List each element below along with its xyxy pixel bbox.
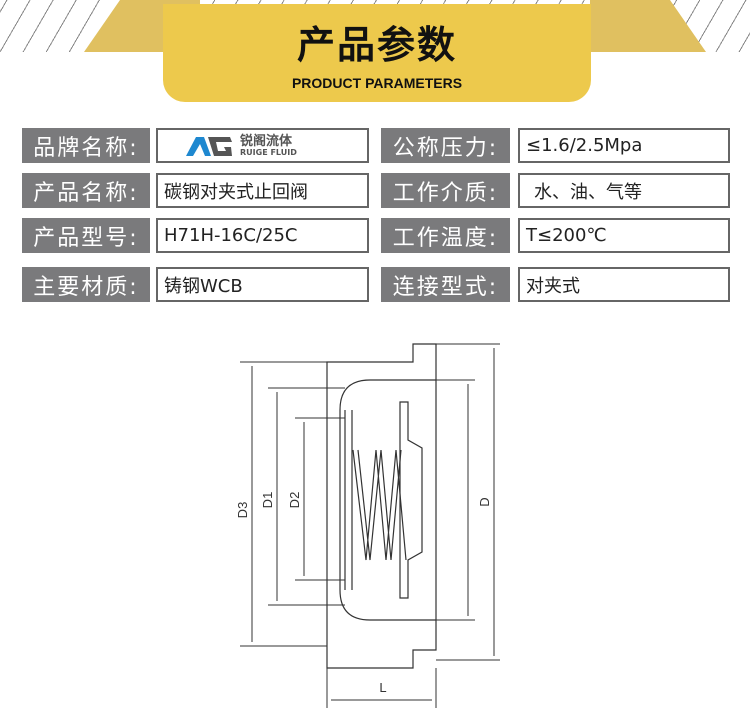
valve-disc: [344, 410, 353, 590]
label-brand: 品牌名称:: [22, 128, 150, 163]
dim-d2: D2: [287, 492, 302, 509]
dim-d: D: [477, 497, 492, 506]
value-model: H71H-16C/25C: [156, 218, 369, 253]
dim-d3: D3: [235, 502, 250, 519]
spring: [352, 449, 407, 561]
brand-name: 锐阁流体: [240, 133, 293, 149]
header-banner: 产品参数 PRODUCT PARAMETERS: [163, 4, 591, 102]
brand-name-en: RUIGE FLUID: [240, 147, 297, 157]
label-model: 产品型号:: [22, 218, 150, 253]
value-temperature: T≤200℃: [518, 218, 730, 253]
value-connection: 对夹式: [518, 267, 730, 302]
label-pressure: 公称压力:: [381, 128, 510, 163]
logo-mark-icon: [186, 136, 232, 156]
dimension-lines: [240, 343, 500, 708]
value-material: 铸钢WCB: [156, 267, 369, 302]
label-temperature: 工作温度:: [381, 218, 510, 253]
page-subtitle: PRODUCT PARAMETERS: [291, 75, 463, 91]
valve-drawing: D3 D1 D2 D L: [235, 343, 500, 708]
value-product-name: 碳钢对夹式止回阀: [156, 173, 369, 208]
dim-l: L: [379, 680, 386, 695]
value-medium: 水、油、气等: [518, 173, 730, 208]
value-pressure: ≤1.6/2.5Mpa: [518, 128, 730, 163]
banner-wing-right: [590, 0, 706, 52]
label-connection: 连接型式:: [381, 267, 510, 302]
label-medium: 工作介质:: [381, 173, 510, 208]
label-product-name: 产品名称:: [22, 173, 150, 208]
dim-d1: D1: [260, 492, 275, 509]
spring-retainer: [399, 401, 423, 599]
valve-seat-outline: [339, 379, 436, 621]
page-title: 产品参数: [296, 23, 457, 67]
dimension-labels: D3 D1 D2 D L: [235, 492, 492, 695]
label-material: 主要材质:: [22, 267, 150, 302]
valve-body-outline: [326, 343, 437, 669]
